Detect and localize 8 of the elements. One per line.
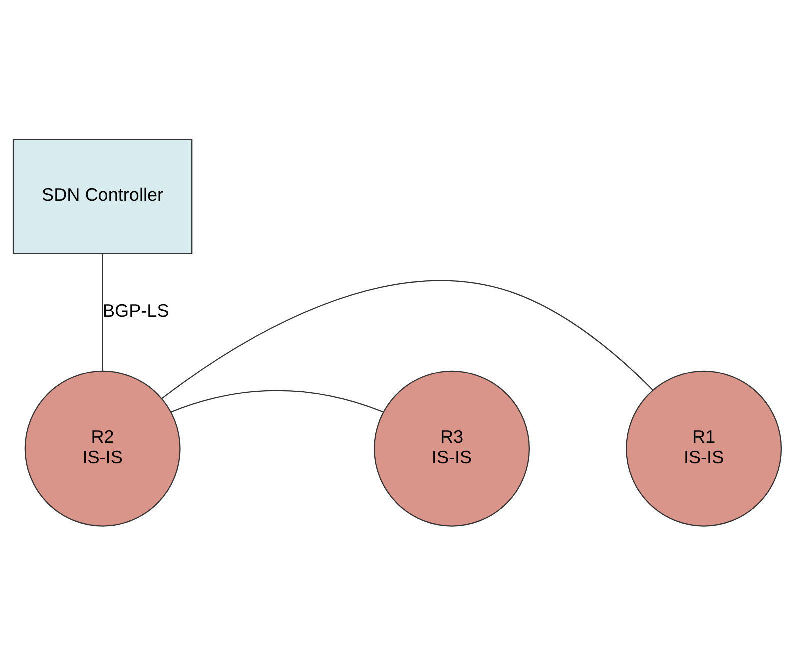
node-box: SDN Controller — [12, 139, 192, 254]
edge-label: BGP-LS — [102, 300, 169, 321]
node-circle: R2 IS-IS — [24, 370, 180, 527]
connector — [102, 254, 103, 371]
connector — [170, 390, 384, 413]
connector — [161, 280, 653, 400]
node-circle: R3 IS-IS — [374, 370, 530, 527]
node-circle: R1 IS-IS — [626, 370, 782, 527]
